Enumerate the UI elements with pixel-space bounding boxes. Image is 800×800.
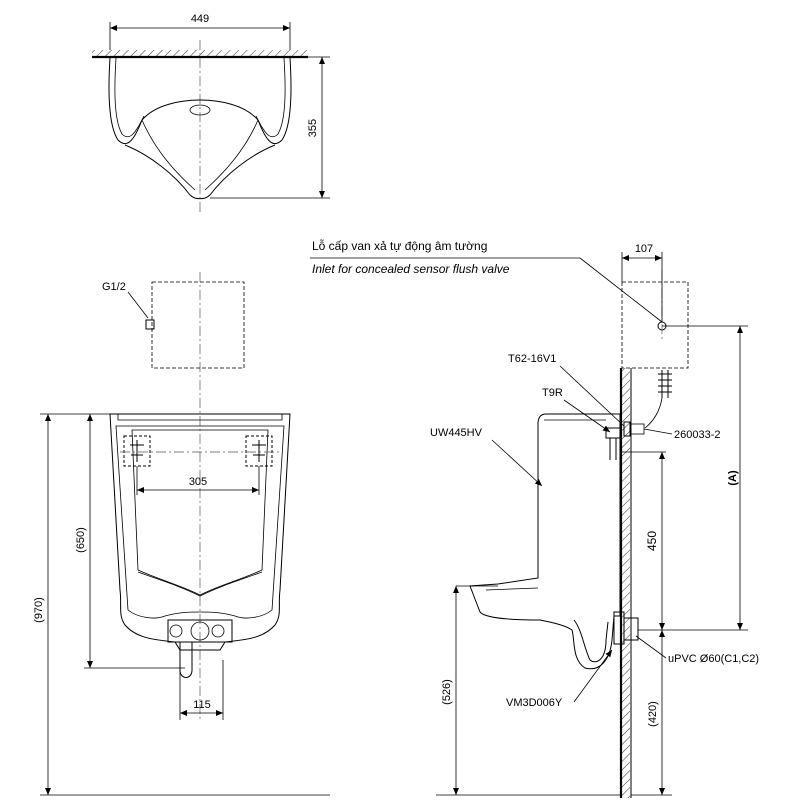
title-en: Inlet for concealed sensor flush valve	[312, 262, 510, 276]
dim-450-label: 450	[645, 531, 659, 551]
plan-bowl-outer-3	[255, 57, 286, 138]
dim-355-label: 355	[307, 119, 319, 137]
g12-label: G1/2	[102, 281, 126, 293]
front-trap-bolt-left	[169, 624, 183, 638]
front-bracket-right-bolt	[252, 440, 266, 462]
label-t62: T62-16V1	[508, 353, 556, 365]
side-hose	[658, 370, 672, 398]
front-bowl-inner-2	[137, 571, 263, 597]
front-bracket-right	[245, 435, 273, 467]
plan-bowl-outer-2	[114, 57, 145, 138]
side-hose-lower	[644, 397, 663, 429]
front-bowl-inner	[131, 429, 269, 596]
side-outlet-pipe	[623, 617, 639, 641]
front-body-top	[117, 414, 283, 421]
dim-526-label: (526)	[441, 679, 453, 705]
g12-leader	[127, 291, 149, 319]
dim-650-label: (650)	[75, 527, 87, 553]
front-trap-center	[190, 621, 210, 641]
side-lip	[485, 587, 539, 591]
leader-upvc	[635, 635, 667, 659]
front-valve-box	[151, 281, 245, 369]
front-bracket-left	[123, 435, 151, 467]
dim-115-label: 115	[193, 699, 211, 711]
dim-449-label: 449	[191, 13, 209, 25]
leader-t62	[559, 365, 625, 427]
side-trap	[573, 619, 609, 663]
leader-t9r	[563, 399, 611, 433]
plan-drain	[189, 104, 211, 116]
side-valve-box	[621, 281, 689, 369]
title-leader	[579, 257, 663, 323]
side-body	[469, 413, 621, 670]
front-view: G1/2 305 115 (650)	[33, 272, 330, 796]
plan-bowl-outer	[108, 57, 292, 145]
label-t9r: T9R	[542, 387, 563, 399]
front-g12-fitting	[145, 319, 155, 330]
dim-305-label: 305	[189, 476, 207, 488]
leader-uw445hv	[491, 439, 543, 487]
label-vm3d: VM3D006Y	[506, 697, 563, 709]
side-view: Lỗ cấp van xả tự động âm tường Inlet for…	[310, 238, 759, 798]
dim-107-label: 107	[635, 243, 653, 255]
dim-A-label: (A)	[727, 470, 739, 486]
side-wall-hatch	[622, 368, 630, 798]
leader-vm3d	[573, 649, 613, 703]
side-coupling-260033	[629, 423, 645, 435]
plan-view: 449 355	[92, 13, 330, 215]
front-body-outer	[109, 413, 291, 651]
front-body-inner	[115, 425, 285, 619]
label-260033: 260033-2	[674, 429, 721, 441]
dim-970-label: (970)	[33, 597, 45, 623]
front-bracket-left-bolt	[130, 440, 144, 462]
title-vi: Lỗ cấp van xả tự động âm tường	[312, 238, 487, 253]
plan-bowl-inner	[141, 119, 259, 191]
side-spud	[605, 427, 621, 460]
label-upvc: uPVC Ø60(C1,C2)	[668, 653, 759, 665]
dim-420-label: (420)	[647, 701, 659, 727]
plan-bowl-front	[124, 144, 276, 200]
label-uw445hv: UW445HV	[430, 427, 483, 439]
front-trap-bolt-right	[211, 624, 225, 638]
leader-260033	[643, 428, 673, 435]
